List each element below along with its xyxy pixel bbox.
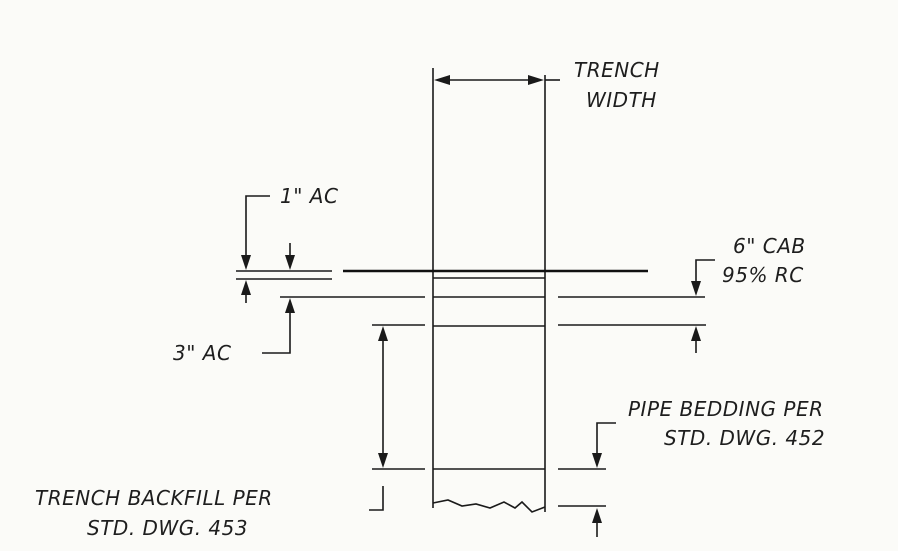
ac-1in-arrow-down: [241, 255, 251, 270]
trench-width-arrow-left: [434, 75, 450, 85]
backfill-arrow-top: [378, 326, 388, 341]
cab-dimension: [691, 259, 715, 353]
trench-width-dimension: [434, 75, 560, 85]
pavement-layers: [236, 269, 706, 513]
ac-3in-arrow-up: [285, 298, 295, 313]
ac-1in-arrow-top: [285, 255, 295, 270]
ac-1in-dimension: [241, 195, 295, 303]
trench-walls: [432, 68, 546, 512]
ac-1in-arrow-up: [241, 280, 251, 295]
labels: TRENCH WIDTH 1" AC 6" CAB 95% RC 3" AC P…: [35, 58, 825, 540]
ac-3in-label: 3" AC: [173, 341, 231, 365]
trench-width-arrow-right: [528, 75, 544, 85]
cab-leader: [695, 259, 715, 288]
bedding-arrow-up: [592, 508, 602, 523]
cab-arrow-down: [691, 281, 701, 296]
ac-3in-leader: [262, 305, 291, 354]
bedding-label-line1: PIPE BEDDING PER: [628, 397, 823, 421]
bedding-leader: [596, 422, 616, 460]
bedding-dimension: [592, 422, 616, 537]
bedding-label-line2: STD. DWG. 452: [664, 426, 825, 450]
cab-label-line2: 95% RC: [722, 263, 804, 287]
backfill-label-line1: TRENCH BACKFILL PER: [35, 486, 273, 510]
trench-width-label-line1: TRENCH: [574, 58, 660, 82]
backfill-label-line2: STD. DWG. 453: [87, 516, 248, 540]
backfill-dimension: [369, 326, 388, 511]
trench-bottom-break-line: [432, 499, 546, 513]
backfill-leader: [369, 486, 384, 511]
ac-3in-dimension: [262, 298, 295, 354]
cab-arrow-up: [691, 326, 701, 341]
trench-width-label-line2: WIDTH: [586, 88, 657, 112]
bedding-arrow-down: [592, 453, 602, 468]
ac-1in-leader: [245, 195, 270, 263]
backfill-arrow-bottom: [378, 453, 388, 468]
cab-label-line1: 6" CAB: [733, 234, 806, 258]
ac-1in-label: 1" AC: [280, 184, 338, 208]
